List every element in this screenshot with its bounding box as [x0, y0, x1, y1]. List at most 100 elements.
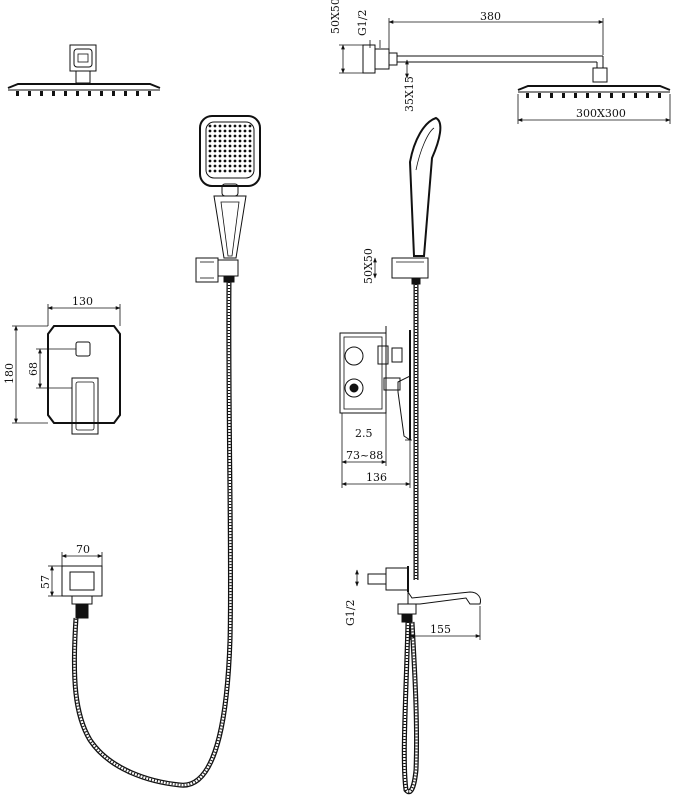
spray-hole: [233, 169, 237, 173]
spray-hole: [238, 159, 242, 163]
spray-hole: [228, 154, 232, 158]
spray-hole: [213, 164, 217, 168]
nozzle: [610, 93, 613, 98]
spray-hole: [213, 134, 217, 138]
spray-hole: [223, 124, 227, 128]
spray-hole: [218, 129, 222, 133]
dim-plate-height: 180: [3, 363, 16, 384]
spray-hole: [243, 159, 247, 163]
spray-hole: [223, 159, 227, 163]
spray-hole: [218, 139, 222, 143]
valve-box-side-view: 2.5 73~88 136: [339, 326, 412, 488]
spray-hole: [248, 144, 252, 148]
spray-hole: [218, 159, 222, 163]
hand-shower-side-view: 50X50: [362, 116, 442, 285]
dim-spout-length: 155: [430, 623, 451, 636]
dim-holder-size: 50X50: [362, 248, 375, 284]
spray-hole: [248, 169, 252, 173]
spray-hole: [228, 124, 232, 128]
spray-hole: [223, 139, 227, 143]
nozzle: [124, 91, 127, 96]
dim-wall-gap: 2.5: [355, 427, 373, 440]
nozzle: [538, 93, 541, 98]
spray-hole: [213, 169, 217, 173]
spray-hole: [218, 149, 222, 153]
spray-hole: [233, 129, 237, 133]
spray-hole: [243, 154, 247, 158]
nozzle: [526, 93, 529, 98]
spray-hole: [243, 129, 247, 133]
spray-hole: [238, 154, 242, 158]
spray-hole: [223, 169, 227, 173]
spray-hole: [208, 134, 212, 138]
spray-hole: [243, 144, 247, 148]
spray-hole: [233, 134, 237, 138]
nozzle: [28, 91, 31, 96]
spray-hole: [238, 124, 242, 128]
spray-hole: [233, 164, 237, 168]
nozzle: [658, 93, 661, 98]
nozzle: [646, 93, 649, 98]
spray-hole: [208, 139, 212, 143]
nozzle: [622, 93, 625, 98]
nozzle: [598, 93, 601, 98]
spray-hole: [213, 139, 217, 143]
nozzle: [64, 91, 67, 96]
spray-hole: [208, 159, 212, 163]
spray-hole: [248, 124, 252, 128]
spray-hole: [208, 129, 212, 133]
dim-depth-range: 73~88: [346, 449, 383, 462]
spray-hole: [233, 139, 237, 143]
spray-hole: [233, 149, 237, 153]
dim-arm-length: 380: [480, 10, 501, 23]
dim-head-size: 300X300: [576, 107, 626, 120]
spray-hole: [238, 149, 242, 153]
spray-hole: [218, 124, 222, 128]
spray-hole: [218, 154, 222, 158]
spray-hole: [238, 129, 242, 133]
spray-hole: [233, 144, 237, 148]
nozzle: [76, 91, 79, 96]
spray-hole: [228, 159, 232, 163]
dim-plate-inner: 68: [27, 362, 40, 376]
dim-outlet-width: 70: [76, 543, 90, 556]
spray-hole: [228, 144, 232, 148]
spray-hole: [228, 129, 232, 133]
spray-hole: [208, 164, 212, 168]
wall-outlet-front-view: 70 57: [39, 543, 103, 619]
spray-hole: [208, 124, 212, 128]
shower-arm-side-view: 380 300X300 50X50 G1/2 35X15: [329, 0, 671, 124]
spray-hole: [228, 149, 232, 153]
dim-depth-total: 136: [366, 471, 387, 484]
spray-hole: [208, 149, 212, 153]
nozzle: [148, 91, 151, 96]
nozzle: [634, 93, 637, 98]
spray-hole: [248, 129, 252, 133]
spray-hole: [243, 139, 247, 143]
spray-hole: [223, 129, 227, 133]
spray-hole: [233, 159, 237, 163]
hand-shower-hose: [71, 281, 234, 788]
spray-hole: [243, 149, 247, 153]
right-hose: [401, 284, 420, 795]
spray-hole: [238, 164, 242, 168]
spray-hole: [243, 134, 247, 138]
dim-flange-size: 50X50: [329, 0, 342, 34]
spray-hole: [208, 144, 212, 148]
nozzle: [40, 91, 43, 96]
spray-hole: [223, 149, 227, 153]
spray-hole: [243, 124, 247, 128]
spray-hole: [213, 154, 217, 158]
spray-hole: [248, 164, 252, 168]
spray-hole: [208, 169, 212, 173]
spray-hole: [233, 124, 237, 128]
spray-hole: [218, 164, 222, 168]
spray-hole: [223, 144, 227, 148]
spray-hole: [248, 139, 252, 143]
shower-head-front-view: [7, 44, 161, 96]
spray-hole: [248, 149, 252, 153]
nozzle: [136, 91, 139, 96]
nozzle: [574, 93, 577, 98]
spray-hole: [248, 159, 252, 163]
